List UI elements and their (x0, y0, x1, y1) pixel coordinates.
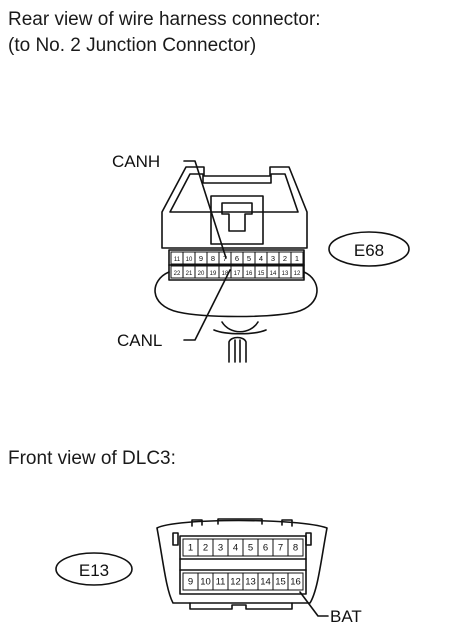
dlc3-pin-label-11: 11 (216, 577, 226, 588)
dlc3-pin-label-7: 7 (278, 543, 283, 554)
e68-pin-label-10: 10 (186, 257, 193, 263)
dlc3-pin-label-10: 10 (200, 577, 211, 588)
e13-tag-oval (55, 552, 133, 586)
dlc3-pin-label-4: 4 (233, 543, 238, 554)
e68-pin-label-21: 21 (186, 271, 193, 277)
e68-pin-label-16: 16 (246, 271, 253, 277)
dlc3-pin-label-8: 8 (293, 543, 298, 554)
e68-pin-label-19: 19 (210, 271, 217, 277)
e68-wire-bundle (213, 321, 267, 363)
dlc3-pin-label-12: 12 (230, 577, 241, 588)
dlc3-pin-cell-8 (287, 538, 304, 557)
e68-pin-label-6: 6 (235, 254, 239, 263)
e68-pin-label-13: 13 (282, 271, 289, 277)
e68-pin-label-7: 7 (223, 254, 227, 263)
e68-pin-label-20: 20 (198, 271, 205, 277)
e68-housing-inner (169, 173, 299, 213)
canl-label: CANL (117, 331, 162, 350)
e68-tag: E68 (354, 241, 384, 260)
e68-pin-label-18: 18 (222, 271, 229, 277)
canh-leader (183, 160, 227, 259)
e68-pin-cell-1 (290, 251, 304, 265)
dlc3-pin-label-3: 3 (218, 543, 223, 554)
e68-pin-label-22: 22 (174, 271, 181, 277)
dlc3-pin-label-14: 14 (260, 577, 271, 588)
e68-lock-tab (221, 202, 253, 232)
dlc3-pin-label-13: 13 (245, 577, 256, 588)
dlc3-pin-label-5: 5 (248, 543, 253, 554)
e68-tag-oval (328, 231, 410, 267)
e68-housing-outline (161, 166, 308, 249)
e13-tag: E13 (79, 561, 109, 580)
e68-pin-label-5: 5 (247, 254, 251, 263)
dlc3-pin-label-9: 9 (188, 577, 193, 588)
e68-pin-label-9: 9 (199, 254, 203, 263)
e68-pin-label-11: 11 (174, 257, 181, 263)
e68-pin-label-2: 2 (283, 254, 287, 263)
header-line-2: (to No. 2 Junction Connector) (8, 35, 257, 56)
dlc3-bottom-notch (189, 602, 293, 610)
dlc3-pin-label-6: 6 (263, 543, 268, 554)
dlc3-connector (55, 518, 329, 617)
dlc3-outline (156, 519, 328, 604)
dlc3-pin-label-1: 1 (188, 543, 193, 554)
e68-bottom-pin-row: 22 21 20 19 18 17 16 15 14 13 12 (170, 265, 304, 279)
e68-pin-label-1: 1 (295, 254, 299, 263)
dlc3-pin-cell-16 (287, 572, 304, 591)
dlc3-bottom-pin-row: 9 10 11 12 13 14 15 16 (182, 572, 304, 591)
e68-wire-loop (154, 271, 318, 318)
canh-label: CANH (112, 152, 160, 171)
dlc3-pin-field (179, 535, 307, 595)
e68-pin-label-14: 14 (270, 271, 277, 277)
dlc3-pin-label-16: 16 (290, 577, 301, 588)
e68-pin-label-12: 12 (294, 271, 301, 277)
bat-leader (299, 591, 329, 617)
e68-lock-frame (210, 195, 264, 245)
connector-e68 (154, 160, 410, 363)
dlc3-latch-left (172, 532, 179, 546)
dlc3-title: Front view of DLC3: (8, 448, 176, 469)
e68-pin-label-3: 3 (271, 254, 275, 263)
dlc3-pin-label-15: 15 (275, 577, 286, 588)
e68-pin-cell-12 (290, 265, 304, 279)
e68-pin-label-4: 4 (259, 254, 263, 263)
header-line-1: Rear view of wire harness connector: (8, 9, 321, 30)
canl-leader (183, 269, 231, 341)
e68-pin-label-17: 17 (234, 271, 241, 277)
e68-pin-label-15: 15 (258, 271, 265, 277)
dlc3-pin-label-2: 2 (203, 543, 208, 554)
e68-pin-label-8: 8 (211, 254, 215, 263)
dlc3-top-ridge (191, 518, 293, 527)
bat-label: BAT (330, 607, 362, 626)
